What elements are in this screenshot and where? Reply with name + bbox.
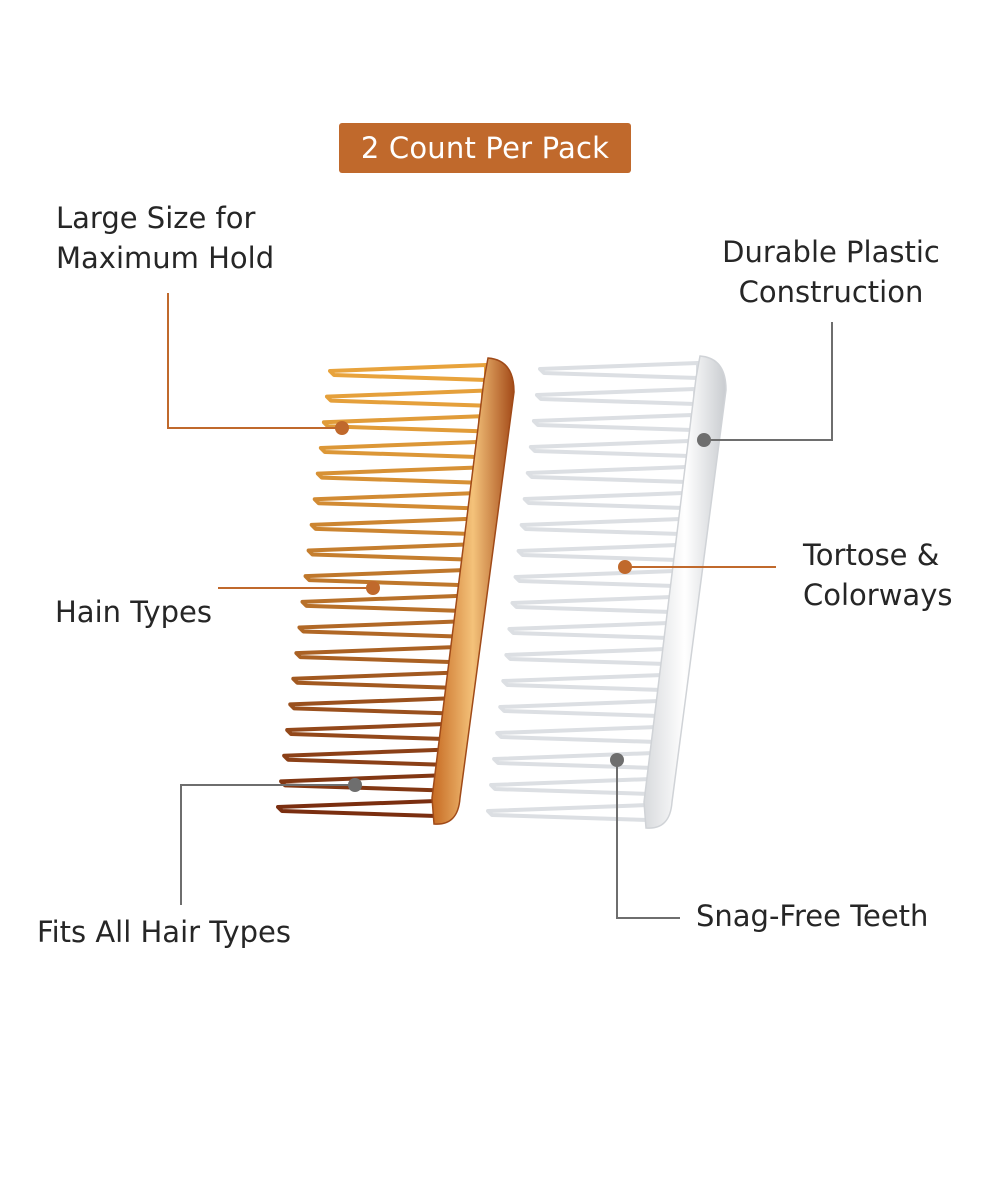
clear-comb-tooth — [516, 543, 680, 562]
clear-comb-tooth — [495, 725, 659, 744]
tortoise-comb-tooth — [285, 722, 447, 742]
callout-durable-line2: Construction — [738, 275, 924, 309]
clear-comb-tooth — [501, 673, 665, 692]
callout-snag-free-text: Snag-Free Teeth — [696, 899, 929, 933]
tortoise-comb-tooth — [276, 799, 438, 818]
clear-comb — [486, 355, 727, 829]
callout-tortose: Tortose & Colorways — [803, 535, 952, 615]
tortoise-comb-tooth — [306, 542, 468, 562]
callout-snag-free: Snag-Free Teeth — [696, 896, 928, 936]
callout-fits-all: Fits All Hair Types — [37, 912, 291, 952]
leader-snag-free — [616, 760, 680, 919]
clear-comb-tooth — [498, 699, 662, 718]
clear-comb-tooth — [510, 595, 674, 614]
dot-fits-all — [348, 778, 362, 792]
leader-durable — [705, 322, 833, 441]
leader-large-size — [167, 293, 340, 429]
clear-comb-spine — [643, 355, 727, 829]
callout-durable: Durable Plastic Construction — [716, 232, 946, 312]
tortoise-comb-tooth — [294, 645, 456, 665]
tortoise-comb-tooth — [315, 465, 477, 485]
clear-comb-tooth — [531, 413, 695, 432]
tortoise-comb-tooth — [300, 593, 462, 613]
clear-comb-tooth — [534, 387, 698, 406]
dot-durable — [697, 433, 711, 447]
clear-comb-tooth — [538, 361, 700, 380]
callout-fits-all-text: Fits All Hair Types — [37, 915, 291, 949]
tortoise-comb-tooth — [328, 363, 488, 382]
tortoise-comb-tooth — [297, 619, 459, 639]
callout-hain-types-text: Hain Types — [55, 595, 212, 629]
dot-snag-free — [610, 753, 624, 767]
callout-large-size-line1: Large Size for — [56, 201, 256, 235]
tortoise-comb-tooth — [324, 388, 486, 408]
clear-comb-tooth — [507, 621, 671, 640]
tortoise-comb-tooth — [303, 568, 465, 588]
tortoise-comb-tooth — [288, 696, 450, 716]
clear-comb-tooth — [504, 647, 668, 666]
leader-fits-all — [180, 784, 354, 905]
pack-count-badge: 2 Count Per Pack — [339, 123, 631, 173]
callout-durable-line1: Durable Plastic — [722, 235, 940, 269]
callout-hain-types: Hain Types — [55, 592, 212, 632]
clear-comb-tooth — [489, 777, 653, 796]
clear-comb-tooth — [513, 569, 677, 588]
tortoise-comb — [276, 357, 515, 825]
clear-comb-tooth — [525, 465, 689, 484]
clear-comb-tooth — [528, 439, 692, 458]
clear-comb-tooth — [486, 803, 650, 822]
tortoise-comb-tooth — [291, 670, 453, 690]
tortoise-comb-tooth — [312, 491, 474, 511]
tortoise-comb-tooth — [309, 516, 471, 536]
clear-comb-tooth — [522, 491, 686, 510]
callout-large-size: Large Size for Maximum Hold — [56, 198, 274, 278]
tortoise-comb-tooth — [282, 747, 444, 767]
dot-tortose — [618, 560, 632, 574]
dot-hain-types — [366, 581, 380, 595]
dot-large-size — [335, 421, 349, 435]
callout-tortose-line2: Colorways — [803, 578, 953, 612]
callout-tortose-line1: Tortose & — [803, 538, 940, 572]
tortoise-comb-spine — [431, 357, 515, 825]
clear-comb-tooth — [519, 517, 683, 536]
clear-comb-tooth — [492, 751, 656, 770]
tortoise-comb-tooth — [318, 439, 480, 459]
callout-large-size-line2: Maximum Hold — [56, 241, 275, 275]
